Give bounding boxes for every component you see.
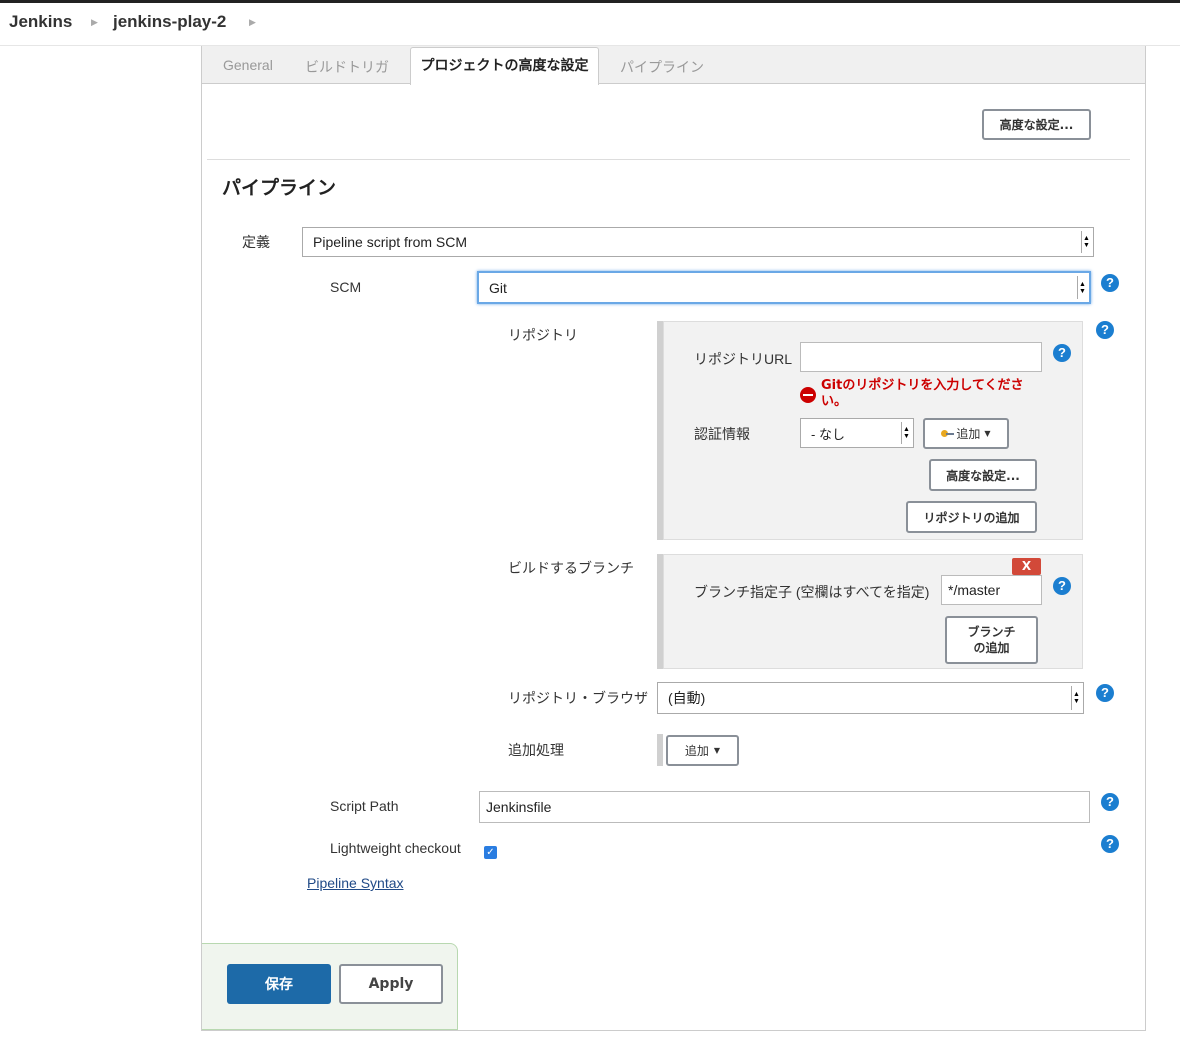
repository-label: リポジトリ — [508, 327, 578, 343]
caret-down-icon: ▼ — [713, 746, 721, 755]
section-title: パイプライン — [222, 177, 337, 199]
help-icon[interactable]: ? — [1101, 793, 1119, 811]
repository-url-error: Gitのリポジトリを入力してください。 — [821, 378, 1024, 409]
help-icon[interactable]: ? — [1101, 835, 1119, 853]
additional-label: 追加処理 — [508, 742, 564, 758]
help-icon[interactable]: ? — [1053, 577, 1071, 595]
key-icon — [941, 430, 955, 437]
branch-specifier-label: ブランチ指定子 (空欄はすべてを指定) — [694, 584, 930, 600]
repository-url-input[interactable] — [800, 342, 1042, 372]
help-icon[interactable]: ? — [1101, 274, 1119, 292]
pipeline-syntax-link[interactable]: Pipeline Syntax — [307, 875, 404, 891]
add-branch-label-1: ブランチ — [967, 625, 1016, 639]
breadcrumb-project[interactable]: jenkins-play-2 — [113, 12, 227, 31]
credentials-add-button[interactable]: 追加 ▼ — [923, 418, 1009, 449]
add-branch-label-2: の追加 — [973, 641, 1010, 655]
repo-browser-select-value: (自動) — [668, 690, 706, 706]
breadcrumb-jenkins[interactable]: Jenkins — [9, 12, 73, 31]
repository-url-label: リポジトリURL — [694, 351, 793, 367]
breadcrumb-bar — [0, 0, 1180, 46]
lightweight-checkout-label: Lightweight checkout — [330, 840, 461, 856]
breadcrumb-separator-icon: ▶ — [249, 18, 256, 28]
branches-group-bar — [657, 554, 663, 669]
chevron-down-icon: ▲▼ — [1071, 686, 1081, 710]
credentials-select-value: - なし — [811, 426, 845, 442]
tab-bar — [202, 46, 1145, 84]
tab-pipeline[interactable]: パイプライン — [620, 59, 704, 75]
script-path-input[interactable]: Jenkinsfile — [479, 791, 1090, 823]
scm-select-value: Git — [489, 279, 507, 296]
chevron-down-icon: ▲▼ — [1081, 231, 1091, 253]
help-icon[interactable]: ? — [1096, 321, 1114, 339]
script-path-label: Script Path — [330, 798, 399, 814]
repo-browser-select[interactable]: (自動) ▲▼ — [657, 682, 1084, 714]
delete-branch-button[interactable]: X — [1012, 558, 1041, 575]
credentials-select[interactable]: - なし ▲▼ — [800, 418, 914, 448]
error-icon — [800, 387, 816, 403]
scm-select[interactable]: Git ▲▼ — [477, 271, 1091, 304]
tab-advanced-project[interactable]: プロジェクトの高度な設定 — [410, 47, 599, 85]
section-divider — [207, 159, 1130, 160]
additional-group-bar — [657, 734, 663, 766]
repository-advanced-button[interactable]: 高度な設定... — [929, 459, 1037, 491]
help-icon[interactable]: ? — [1053, 344, 1071, 362]
additional-add-label: 追加 — [684, 744, 709, 758]
apply-button[interactable]: Apply — [339, 964, 443, 1004]
help-icon[interactable]: ? — [1096, 684, 1114, 702]
additional-add-button[interactable]: 追加 ▼ — [666, 735, 739, 766]
repo-browser-label: リポジトリ・ブラウザ — [508, 690, 648, 706]
branch-specifier-input[interactable]: */master — [941, 575, 1042, 605]
add-repository-button[interactable]: リポジトリの追加 — [906, 501, 1037, 533]
save-button[interactable]: 保存 — [227, 964, 331, 1004]
credentials-label: 認証情報 — [694, 426, 750, 442]
caret-down-icon: ▼ — [984, 429, 991, 438]
tab-build-triggers[interactable]: ビルドトリガ — [305, 59, 389, 75]
breadcrumb-separator-icon: ▶ — [91, 18, 98, 28]
branches-label: ビルドするブランチ — [508, 560, 634, 576]
definition-select-value: Pipeline script from SCM — [313, 234, 468, 250]
add-branch-button[interactable]: ブランチ の追加 — [945, 616, 1038, 664]
definition-select[interactable]: Pipeline script from SCM ▲▼ — [302, 227, 1094, 257]
scm-label: SCM — [330, 279, 362, 295]
advanced-settings-button[interactable]: 高度な設定... — [982, 109, 1091, 140]
credentials-add-label: 追加 — [956, 427, 981, 441]
chevron-down-icon: ▲▼ — [1077, 276, 1087, 299]
chevron-down-icon: ▲▼ — [901, 422, 911, 444]
tab-general[interactable]: General — [223, 57, 273, 73]
repository-group-bar — [657, 321, 663, 540]
definition-label: 定義 — [242, 234, 270, 250]
lightweight-checkout-checkbox[interactable]: ✓ — [484, 846, 497, 859]
